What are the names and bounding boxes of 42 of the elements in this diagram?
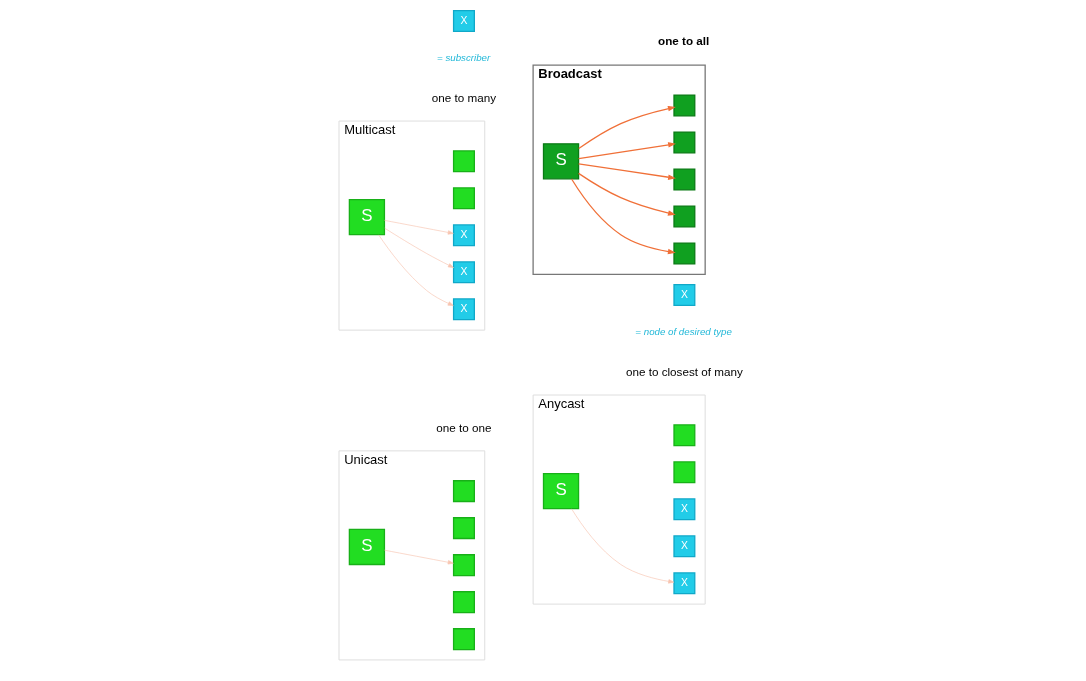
node-box xyxy=(672,131,695,154)
arrow xyxy=(577,106,676,150)
arrow xyxy=(577,172,676,216)
node-box: S xyxy=(348,198,385,236)
node-box: S xyxy=(348,528,385,566)
node-box: X xyxy=(452,224,475,247)
node-box: X xyxy=(672,535,695,558)
node-box xyxy=(452,591,475,614)
arrow xyxy=(570,178,676,255)
node-box: X xyxy=(672,498,695,521)
node-box xyxy=(452,150,475,173)
arrow xyxy=(383,220,454,235)
node-label: one to closest of many xyxy=(625,364,743,378)
node-box xyxy=(452,187,475,210)
node-box: X xyxy=(672,572,695,595)
node-box xyxy=(672,94,695,117)
node-box: X xyxy=(452,298,475,321)
node-label: one to all xyxy=(657,34,709,48)
node-box xyxy=(672,168,695,191)
arrow xyxy=(577,163,676,180)
arrow xyxy=(570,508,674,584)
node-box xyxy=(672,205,695,228)
node-label: = subscriber xyxy=(436,52,490,63)
node-box xyxy=(452,480,475,503)
node-box: X xyxy=(672,284,695,307)
node-box: X xyxy=(452,10,475,33)
node-label: one to many xyxy=(431,90,496,104)
node-box: S xyxy=(542,143,579,180)
node-box xyxy=(672,461,695,484)
node-box: S xyxy=(542,472,579,510)
node-box xyxy=(452,517,475,540)
node-box xyxy=(452,554,475,577)
arrow xyxy=(383,227,454,268)
arrow xyxy=(383,549,454,565)
node-label: one to one xyxy=(435,420,492,434)
node-label: = node of desired type xyxy=(634,325,732,337)
node-box xyxy=(672,424,695,447)
arrow xyxy=(377,234,454,306)
node-box xyxy=(672,242,695,265)
node-box: X xyxy=(452,261,475,284)
arrow xyxy=(577,142,676,160)
node-box xyxy=(452,628,475,651)
